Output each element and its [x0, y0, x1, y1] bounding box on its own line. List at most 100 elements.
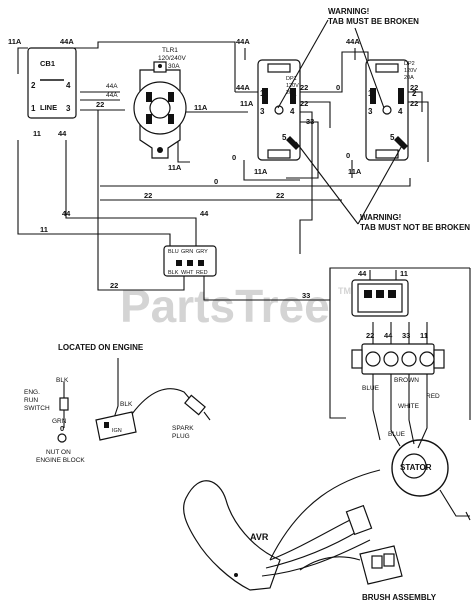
wire-44-mid2: 44: [200, 209, 209, 218]
harness-connector: [163, 245, 217, 277]
terminal-block: [351, 322, 445, 449]
warning-broken-title: WARNING!: [328, 7, 369, 16]
wire-22-dp1a: 22: [300, 83, 308, 92]
avr-module: [183, 469, 381, 591]
wire-22-low: 22: [110, 281, 118, 290]
stator: [391, 439, 471, 521]
wiring-lines: [17, 41, 471, 420]
dp1-pin1: 1: [260, 89, 265, 98]
wire-44a-t1: 44A: [106, 83, 118, 90]
tlr1-receptacle: [133, 61, 187, 159]
wire-11a-dp1b: 11A: [254, 167, 268, 176]
wire-33-dp1: 33: [306, 117, 314, 126]
engine-ign: IGN: [112, 428, 122, 434]
engine-blk: BLK: [56, 377, 69, 384]
engine-nut-line1: NUT ON: [46, 449, 71, 456]
dp2-receptacle: [365, 59, 409, 161]
wire-22-dp2a: 22: [410, 83, 418, 92]
dp2-pin3: 3: [368, 107, 373, 116]
engine-section: [57, 358, 211, 443]
wire-11-cb: 11: [33, 129, 41, 138]
engine-plug-blk: BLK: [120, 401, 133, 408]
brush-label: BRUSH ASSEMBLY: [362, 593, 437, 602]
dp1-receptacle: [257, 59, 301, 161]
wire-0-dp1: 0: [232, 153, 236, 162]
wire-22-mid2: 22: [276, 191, 284, 200]
wire-11a-t: 11A: [194, 103, 208, 112]
wire-11a-b: 11A: [168, 163, 182, 172]
engine-switch-line2: RUN: [24, 397, 38, 404]
cb1-pin3: 3: [66, 104, 71, 113]
engine-switch-line1: ENG.: [24, 389, 40, 396]
wire-22-t: 22: [96, 100, 104, 109]
wire-44a-dp1: 44A: [236, 37, 250, 46]
wire-11-mid: 11: [40, 225, 48, 234]
warning-broken-text: TAB MUST BE BROKEN: [328, 17, 419, 26]
cb1-pin2: 2: [31, 81, 36, 90]
wire-44a-dp1b: 44A: [236, 83, 250, 92]
dp2-voltage: 120V: [404, 68, 417, 74]
wire-44a-topleft: 44A: [60, 37, 74, 46]
wire-44-stb: 44: [384, 331, 393, 340]
connector-pin-wht: WHT: [181, 270, 194, 276]
dp1-pin5: 5: [282, 133, 287, 142]
dp1-voltage: 120V: [286, 83, 299, 89]
cb1-pin4: 4: [66, 81, 71, 90]
wire-0-dp2a: 0: [336, 83, 340, 92]
dp2-amps: 20A: [404, 75, 414, 81]
dp2-pin2: 2: [412, 89, 417, 98]
warning-not-broken-text: TAB MUST NOT BE BROKEN: [360, 223, 470, 232]
wire-22-mid: 22: [144, 191, 152, 200]
dp2-pin1: 1: [368, 89, 373, 98]
engine-title: LOCATED ON ENGINE: [58, 343, 144, 352]
watermark: PartsTree: [120, 280, 330, 332]
tlr1-amps: 30A: [168, 63, 180, 70]
brush-assembly: [299, 545, 403, 585]
dp1-pin2: 2: [292, 89, 297, 98]
engine-nut-line2: ENGINE BLOCK: [36, 457, 85, 464]
wire-11-stc: 11: [400, 269, 408, 278]
cb1-label: CB1: [40, 59, 55, 68]
dp1-pin3: 3: [260, 107, 265, 116]
engine-zero: 0: [60, 424, 64, 433]
color-blue-1: BLUE: [362, 385, 380, 392]
color-blue-2: BLUE: [388, 431, 406, 438]
cb1-line-label: LINE: [40, 103, 57, 112]
dp2-pin4: 4: [398, 107, 403, 116]
warning-broken: WARNING! TAB MUST BE BROKEN: [277, 7, 419, 109]
warning-not-broken: WARNING! TAB MUST NOT BE BROKEN: [295, 141, 470, 232]
wire-22-stb: 22: [366, 331, 374, 340]
dp2-pin5: 5: [390, 133, 395, 142]
cb1-breaker: CB1 2 4 1 LINE 3: [27, 47, 77, 119]
dp1-amps: 20A: [286, 90, 296, 96]
cb1-pin1: 1: [31, 104, 36, 113]
connector-pin-gry: GRY: [196, 249, 208, 255]
engine-spark-line1: SPARK: [172, 425, 194, 432]
wire-22-dp1b: 22: [300, 99, 308, 108]
engine-spark-line2: PLUG: [172, 433, 190, 440]
avr-label: AVR: [250, 532, 269, 542]
dp2-name: DP2: [404, 61, 415, 67]
wire-44-stc: 44: [358, 269, 367, 278]
wire-11a-dp1: 11A: [240, 99, 254, 108]
wire-44a-t2: 44A: [106, 92, 118, 99]
wire-0-mid: 0: [214, 177, 218, 186]
tlr1-name: TLR1: [162, 47, 178, 54]
wire-11a-topleft: 11A: [8, 37, 22, 46]
dp1-pin4: 4: [290, 107, 295, 116]
wire-33-low: 33: [302, 291, 310, 300]
color-brown: BROWN: [394, 377, 419, 384]
warning-not-broken-title: WARNING!: [360, 213, 401, 222]
tlr1-voltage: 120/240V: [158, 55, 186, 62]
color-white: WHITE: [398, 403, 420, 410]
wire-11a-dp2: 11A: [348, 167, 362, 176]
color-red: RED: [426, 393, 440, 400]
watermark-tm: TM: [338, 286, 351, 296]
wire-44a-dp2: 44A: [346, 37, 360, 46]
engine-switch-line3: SWITCH: [24, 405, 50, 412]
wire-11-stb: 11: [420, 331, 428, 340]
stator-connector: [351, 270, 409, 317]
connector-pin-red: RED: [196, 270, 208, 276]
stator-label: STATOR: [400, 463, 432, 472]
